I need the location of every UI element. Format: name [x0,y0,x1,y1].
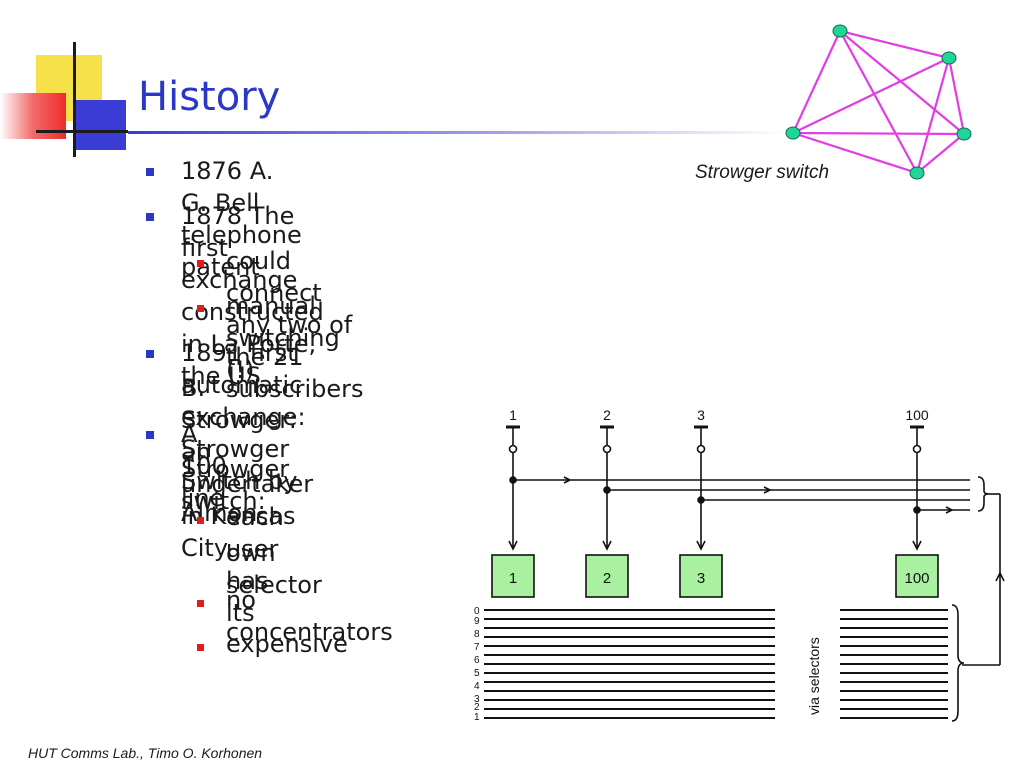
sub-bullet-marker [197,305,204,312]
selector-box-label: 2 [603,570,611,587]
contact-label: 4 [474,681,480,692]
sub-bullet-selector-1: each user has its [226,503,284,627]
mesh-network-icon [785,24,972,180]
line-label-2: 2 [603,407,611,423]
contact-label: 3 [474,694,480,705]
via-selectors-label: via selectors [806,637,822,715]
slide-title: History [138,74,281,120]
contact-label: 9 [474,616,480,627]
selector-box-label: 100 [904,570,929,587]
bullet-marker [146,168,154,176]
sub-bullet-selector-2: own selector [226,539,322,599]
sub-bullet-marker [197,260,204,267]
selector-box-3 [679,554,723,598]
logo-horizontal-line [36,130,128,133]
contact-label: 5 [474,668,480,679]
contact-label: 2 [474,702,480,713]
line-label-100: 100 [905,407,929,423]
bullet-1876: 1876 A. G. Bell telephone patent [181,157,302,281]
strowger-switch-diagram: 1 2 3 100 [474,407,1005,723]
contact-label: 7 [474,642,480,653]
selector-box-2 [585,554,629,598]
logo-vertical-line [73,42,76,157]
sub-bullet-marker [197,517,204,524]
selector-box-label: 3 [697,570,705,587]
selector-box-label: 1 [509,570,517,587]
bullet-1891-line2: B. Strowger: an undertaker in Kansas Cit… [181,374,314,562]
bullet-1878: 1878 The first exchange constructed in L… [181,202,324,390]
bank-brace [951,604,965,722]
contact-number-labels: 0 9 8 7 6 5 4 3 2 1 [474,606,480,723]
network-edges [792,29,966,175]
sub-bullet-subscribers: could connect any two of the 21 subscrib… [226,247,364,403]
bullet-100-line-2: Strowger switch: [181,455,290,515]
bullet-1891-line1: 1891 first automatic exchange: Strowger … [181,339,306,527]
line-label-3: 3 [697,407,705,423]
selector-boxes: 1 2 3 100 [491,554,939,598]
sub-bullet-manual: manual switching (!) [226,292,340,384]
line-terminals [506,425,924,454]
contact-banks [484,609,948,719]
footer-credit: HUT Comms Lab., Timo O. Korhonen [28,745,263,761]
logo-blue-square [74,100,126,150]
selector-box-1 [491,554,535,598]
bullet-marker [146,350,154,358]
bullet-marker [146,431,154,439]
selector-box-100 [895,554,939,598]
contact-label: 1 [474,712,480,723]
contact-label: 8 [474,629,480,640]
network-nodes [785,24,972,180]
network-caption: Strowger switch [695,162,830,183]
bullet-marker [146,213,154,221]
sub-bullet-expensive: expensive [226,630,348,658]
bus-lines [509,476,1005,666]
sub-bullet-concentrators: no concentrators [226,586,393,646]
sub-bullet-marker [197,644,204,651]
title-underline [128,131,788,134]
contact-label: 6 [474,655,480,666]
sub-bullet-marker [197,600,204,607]
line-label-1: 1 [509,407,517,423]
contact-label: 0 [474,606,480,617]
bullet-100-line-1: A 100 line [181,420,227,512]
